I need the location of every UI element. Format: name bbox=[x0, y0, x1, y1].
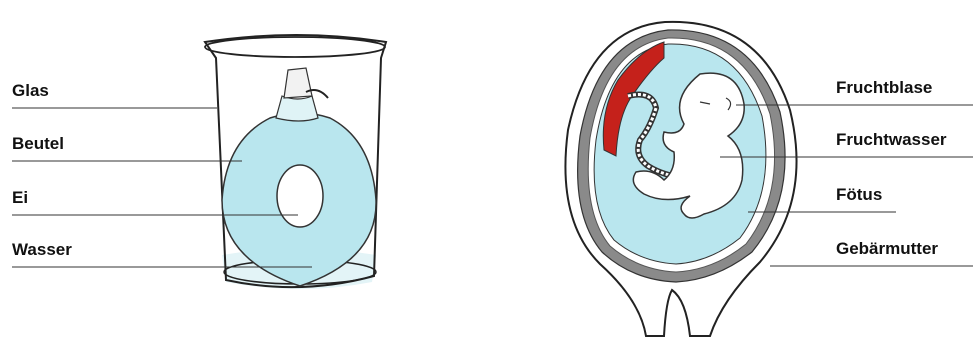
glass-rim bbox=[205, 37, 385, 57]
label-wasser: Wasser bbox=[12, 240, 72, 260]
label-foetus: Fötus bbox=[836, 185, 882, 205]
label-fruchtblase: Fruchtblase bbox=[836, 78, 932, 98]
label-fruchtwasser: Fruchtwasser bbox=[836, 130, 947, 150]
label-gebaermutter: Gebärmutter bbox=[836, 239, 938, 259]
label-glas: Glas bbox=[12, 81, 49, 101]
bag-neck bbox=[276, 96, 318, 121]
label-beutel: Beutel bbox=[12, 134, 64, 154]
egg bbox=[277, 165, 323, 227]
bag-tie bbox=[284, 68, 312, 98]
label-ei: Ei bbox=[12, 188, 28, 208]
